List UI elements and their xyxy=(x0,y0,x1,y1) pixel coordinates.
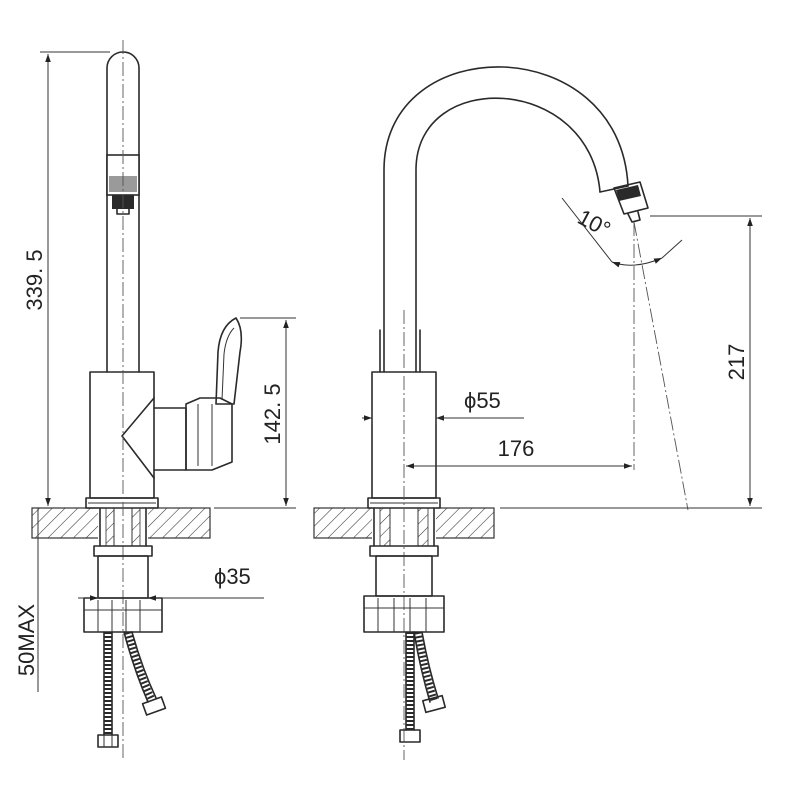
side-view: 339. 5 142. 5 ϕ35 50MAX xyxy=(14,40,296,760)
lever-height-label: 142. 5 xyxy=(260,383,285,444)
body-left xyxy=(85,317,243,509)
spout-height-label: 217 xyxy=(724,344,749,381)
dim-shank-diameter: ϕ35 xyxy=(78,564,264,601)
shank-dia-label: ϕ35 xyxy=(214,564,251,589)
body-dia-label: ϕ55 xyxy=(464,388,501,413)
max-thickness-label: 50MAX xyxy=(14,604,39,676)
hoses-right xyxy=(399,631,447,743)
dim-body-diameter: ϕ55 xyxy=(362,388,524,424)
total-height-label: 339. 5 xyxy=(22,249,47,310)
dim-lever-height: 142. 5 xyxy=(214,317,296,509)
dim-reach: 176 xyxy=(406,436,632,469)
dim-max-thickness: 50MAX xyxy=(14,508,39,692)
front-view: 10° ϕ55 xyxy=(313,66,762,760)
angle-label: 10° xyxy=(574,204,615,242)
hoses-left xyxy=(97,631,167,748)
dim-spout-height: 217 xyxy=(500,215,762,509)
reach-label: 176 xyxy=(498,436,535,461)
dim-total-height: 339. 5 xyxy=(22,51,110,509)
gooseneck-spout-right xyxy=(383,66,649,373)
mounting-nut-right xyxy=(363,545,445,633)
